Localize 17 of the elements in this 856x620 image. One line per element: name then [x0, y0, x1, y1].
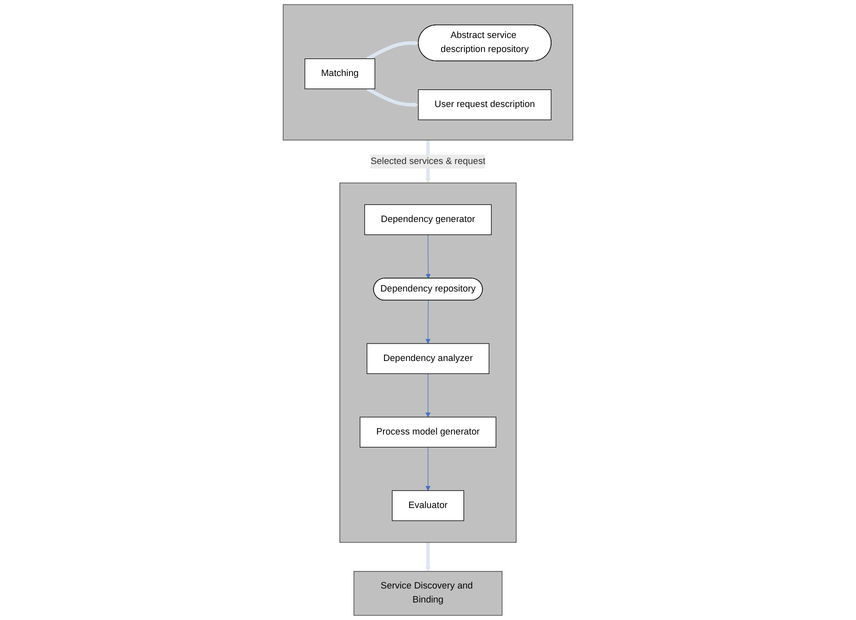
node-box: Dependency generator	[364, 204, 492, 236]
arrow	[425, 542, 431, 572]
edge-label: Selected services & request	[370, 156, 486, 166]
node-box: Matching	[304, 58, 376, 90]
node-box: User request description	[418, 89, 552, 120]
arrow	[425, 300, 431, 344]
node-box: Service Discovery and Binding	[354, 571, 502, 616]
arrow	[425, 446, 431, 491]
node-box: Process model generator	[360, 416, 496, 448]
cluster	[340, 182, 516, 543]
arrow	[425, 373, 431, 418]
arrow	[426, 234, 431, 279]
cluster	[282, 4, 574, 140]
node-box: Dependency analyzer	[366, 343, 490, 374]
arrow	[366, 87, 419, 108]
arrow	[366, 40, 419, 60]
node-box: Evaluator	[392, 490, 464, 521]
